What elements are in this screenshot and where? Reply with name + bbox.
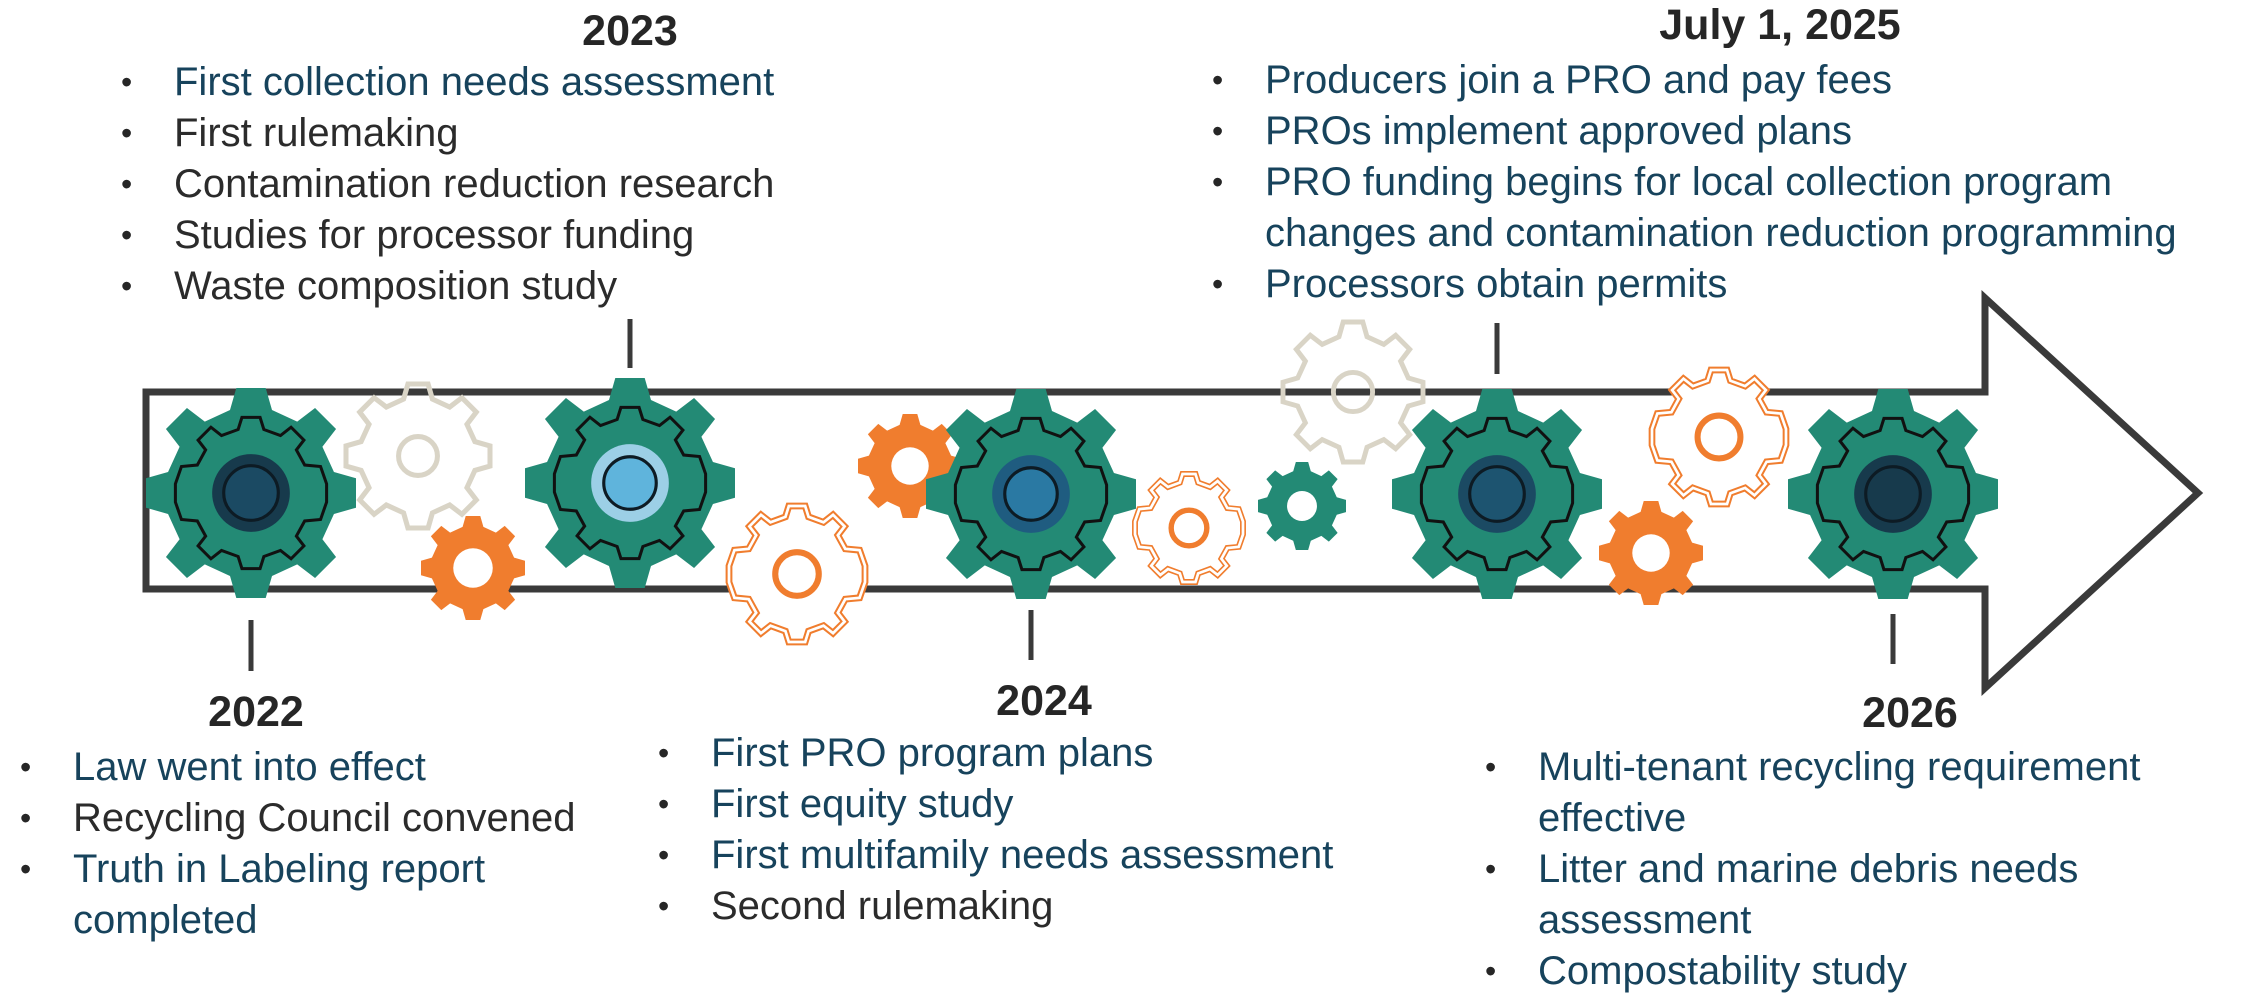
milestone-list-2026: Multi-tenant recycling requirement effec… — [1481, 742, 2241, 997]
milestone-item: Processors obtain permits — [1208, 259, 2238, 310]
gear-icon-2023 — [525, 378, 735, 588]
gear-icon-2026 — [1788, 389, 1998, 599]
year-label-2023: 2023 — [582, 7, 678, 55]
milestone-item: Truth in Labeling report completed — [16, 844, 636, 946]
milestone-item: Contamination reduction research — [117, 159, 877, 210]
milestone-list-2025: Producers join a PRO and pay feesPROs im… — [1208, 55, 2238, 310]
gear-icon — [1135, 474, 1243, 582]
milestone-item: First rulemaking — [117, 108, 877, 159]
gear-icon — [1258, 462, 1346, 550]
milestone-list-2024: First PRO program plansFirst equity stud… — [654, 728, 1414, 932]
year-label-2024: 2024 — [996, 677, 1092, 725]
milestone-item: Law went into effect — [16, 742, 636, 793]
milestone-item: First multifamily needs assessment — [654, 830, 1414, 881]
gear-icon-2025 — [1392, 389, 1602, 599]
gear-icon — [346, 384, 490, 528]
milestone-item: First collection needs assessment — [117, 57, 877, 108]
milestone-item: First PRO program plans — [654, 728, 1414, 779]
milestone-list-2023: First collection needs assessmentFirst r… — [117, 57, 877, 312]
milestone-list-2022: Law went into effectRecycling Council co… — [16, 742, 636, 946]
milestone-item: First equity study — [654, 779, 1414, 830]
gear-icon-2022 — [146, 388, 356, 598]
gear-icon — [858, 414, 962, 518]
milestone-item: Recycling Council convened — [16, 793, 636, 844]
milestone-item: Second rulemaking — [654, 881, 1414, 932]
milestone-item: PROs implement approved plans — [1208, 106, 2238, 157]
gear-icon — [421, 516, 525, 620]
milestone-item: Producers join a PRO and pay fees — [1208, 55, 2238, 106]
milestone-item: PRO funding begins for local collection … — [1208, 157, 2238, 259]
year-label-2025: July 1, 2025 — [1659, 1, 1901, 49]
gear-icon — [1652, 370, 1786, 504]
gear-icon — [1599, 501, 1703, 605]
gear-icon-2024 — [926, 389, 1136, 599]
gear-icon — [1283, 322, 1423, 462]
year-label-2026: 2026 — [1862, 689, 1958, 737]
year-label-2022: 2022 — [208, 688, 304, 736]
milestone-item: Compostability study — [1481, 946, 2241, 997]
milestone-item: Multi-tenant recycling requirement effec… — [1481, 742, 2241, 844]
milestone-item: Studies for processor funding — [117, 210, 877, 261]
milestone-item: Litter and marine debris needs assessmen… — [1481, 844, 2241, 946]
gear-icon — [729, 506, 865, 642]
milestone-item: Waste composition study — [117, 261, 877, 312]
